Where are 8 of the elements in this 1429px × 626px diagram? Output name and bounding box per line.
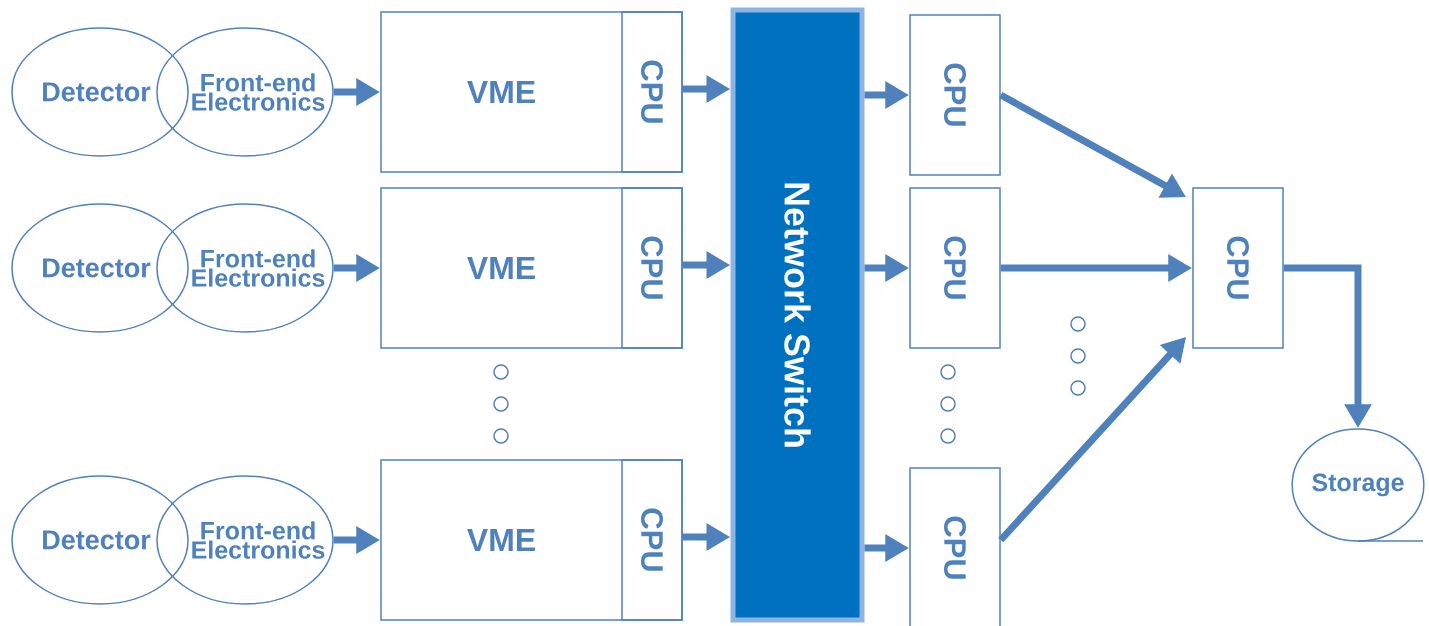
cpu-box: CPU — [621, 187, 683, 349]
network-switch-bar: Network Switch — [730, 7, 865, 623]
cpu-box: CPU — [621, 459, 683, 621]
cpu-box: CPU — [621, 11, 683, 173]
cpu-box: CPU — [909, 14, 1001, 176]
cpu-box: CPU — [1192, 187, 1284, 349]
cpu-box: CPU — [909, 467, 1001, 626]
cpu-box: CPU — [909, 187, 1001, 349]
